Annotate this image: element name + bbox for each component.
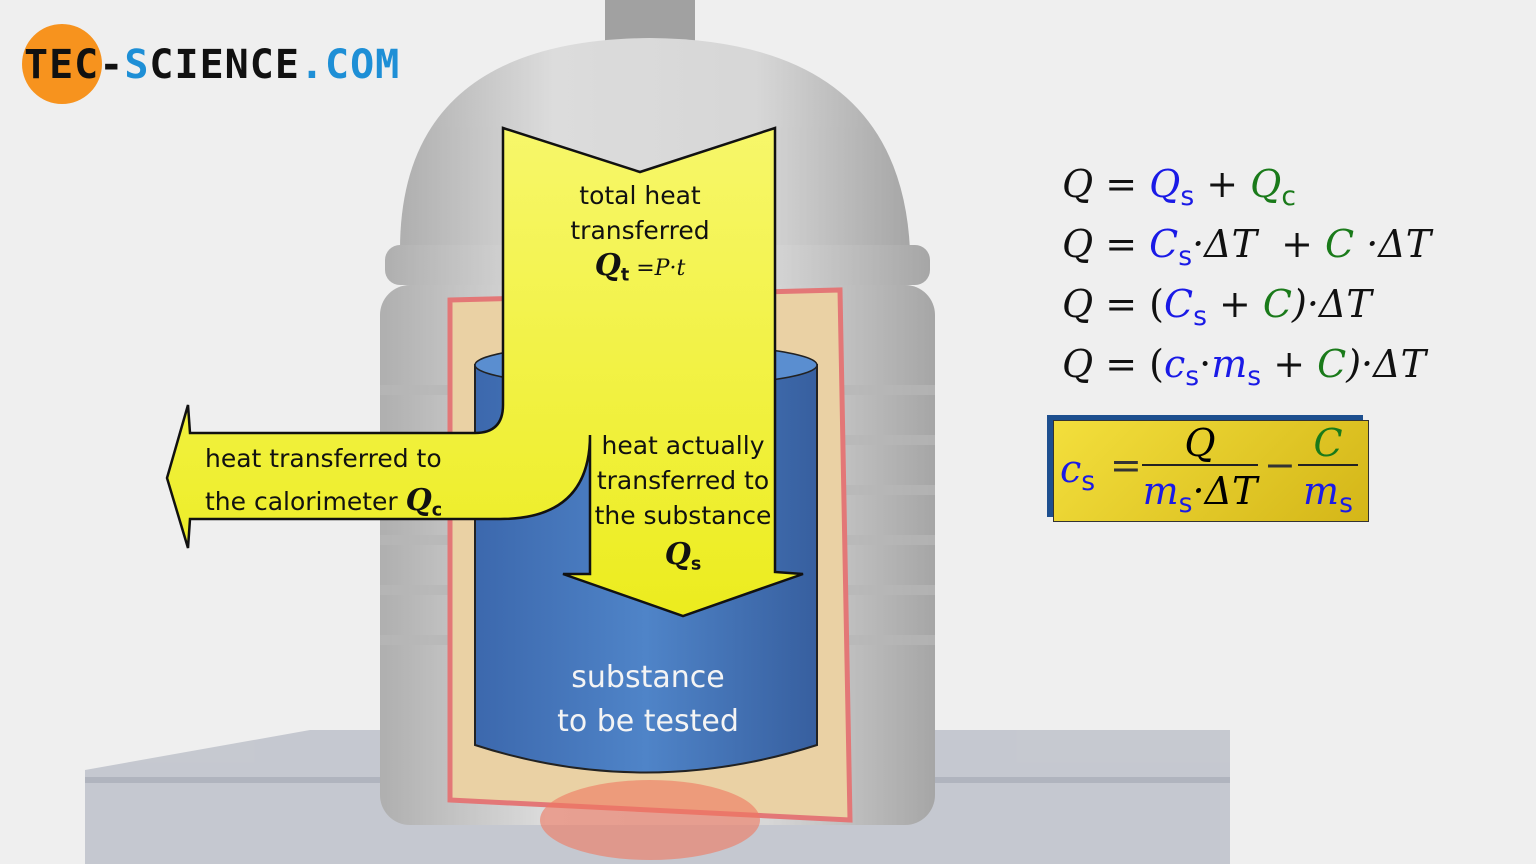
eq-term: Q xyxy=(1149,162,1181,206)
label-line: heat transferred to xyxy=(205,444,442,473)
eq-op: + xyxy=(1261,342,1318,386)
fraction-bar xyxy=(1142,464,1258,466)
logo-part: CIENCE xyxy=(149,42,300,88)
eq-op: = xyxy=(1110,443,1142,487)
eq-sub: s xyxy=(1193,300,1207,332)
denominator: ms·ΔT xyxy=(1142,469,1258,519)
numerator: Q xyxy=(1184,421,1216,465)
substance-heat-label: heat actually transferred to the substan… xyxy=(592,428,774,582)
equation-2: Q = Cs·ΔT + C ·ΔT xyxy=(1062,222,1431,272)
eq-op: · xyxy=(1199,342,1212,386)
eq-sub: s xyxy=(1178,487,1193,519)
result-formula-box: cs = Q ms·ΔT − C ms xyxy=(1053,420,1369,522)
eq-sub: s xyxy=(1178,240,1193,272)
eq-term: C xyxy=(1163,282,1194,326)
eq-op: ·ΔT xyxy=(1354,222,1432,266)
symbol: Q xyxy=(664,537,691,572)
eq-sub: s xyxy=(1185,360,1200,392)
eq-op: = xyxy=(1093,162,1150,206)
total-heat-label: total heat transferred Qt =P·t xyxy=(540,178,740,293)
eq-term: Q xyxy=(1062,162,1094,206)
label-line: the calorimeter xyxy=(205,487,398,516)
eq-sub: s xyxy=(1339,487,1353,519)
eq-op: + xyxy=(1194,162,1251,206)
logo-text: TEC-SCIENCE.COM xyxy=(24,42,400,88)
subscript: t xyxy=(620,265,630,286)
result-lhs: cs xyxy=(1060,447,1095,497)
logo-part: S xyxy=(124,42,150,88)
eq-term: C xyxy=(1262,282,1292,326)
eq-term: C xyxy=(1317,342,1347,386)
eq-term: c xyxy=(1060,447,1082,491)
eq-sub: c xyxy=(1281,180,1296,212)
subscript: s xyxy=(690,554,702,575)
equation-4: Q = (cs·ms + C)·ΔT xyxy=(1062,342,1426,392)
logo-part: TEC- xyxy=(24,42,125,88)
eq-sub: s xyxy=(1247,360,1262,392)
label-line: heat actually xyxy=(601,431,765,460)
subscript: c xyxy=(431,500,443,521)
label-line: total heat xyxy=(579,181,701,210)
calorimeter-heat-label: heat transferred to the calorimeter Qc xyxy=(205,438,442,531)
eq-op: )·ΔT xyxy=(1346,342,1426,386)
eq-term: C xyxy=(1325,222,1355,266)
eq-sub: s xyxy=(1180,180,1195,212)
eq-op: = ( xyxy=(1093,342,1164,386)
eq-term: Q xyxy=(1062,222,1094,266)
numerator: C xyxy=(1313,421,1343,465)
formula: =P·t xyxy=(629,256,686,281)
eq-op: ·ΔT + xyxy=(1192,222,1326,266)
eq-term: Q xyxy=(1062,282,1094,326)
fraction-bar xyxy=(1298,464,1358,466)
label-line: transferred to xyxy=(596,466,770,495)
label-line: transferred xyxy=(570,216,710,245)
equation-1: Q = Qs + Qc xyxy=(1062,162,1296,212)
substance-label: substance to be tested xyxy=(530,656,766,744)
heat-flow-arrow xyxy=(165,126,804,618)
eq-term: m xyxy=(1303,469,1340,513)
label-line: the substance xyxy=(594,501,772,530)
eq-op: = xyxy=(1093,222,1150,266)
eq-term: Q xyxy=(1250,162,1282,206)
eq-op: )·ΔT xyxy=(1292,282,1372,326)
total-heat-formula: Qt =P·t xyxy=(540,248,740,293)
eq-op: = ( xyxy=(1093,282,1164,326)
label-line: substance xyxy=(571,660,725,695)
symbol: Q xyxy=(405,483,432,518)
eq-term: C xyxy=(1149,222,1179,266)
logo-circle xyxy=(22,24,102,104)
eq-term: Q xyxy=(1062,342,1094,386)
eq-term: m xyxy=(1211,342,1248,386)
logo-part: .COM xyxy=(299,42,401,88)
eq-op: ·ΔT xyxy=(1192,469,1258,513)
eq-sub: s xyxy=(1081,465,1096,497)
eq-op: − xyxy=(1264,443,1296,487)
eq-term: c xyxy=(1163,342,1186,386)
denominator: ms xyxy=(1298,469,1358,519)
site-logo[interactable]: TEC-SCIENCE.COM xyxy=(22,24,402,104)
label-line: to be tested xyxy=(557,704,739,739)
symbol: Q xyxy=(594,248,621,283)
equation-3: Q = (Cs + C)·ΔT xyxy=(1062,282,1372,332)
eq-op: + xyxy=(1206,282,1263,326)
eq-term: m xyxy=(1142,469,1179,513)
